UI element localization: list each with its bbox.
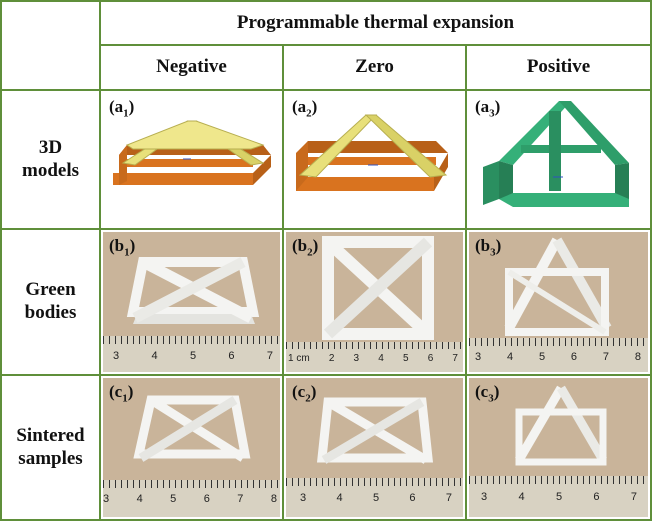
grid-line: [0, 0, 2, 521]
panel-label: (c2): [292, 382, 317, 405]
ruler-ticks: [103, 336, 280, 344]
grid-line: [0, 519, 652, 521]
ruler-ticks: [469, 476, 648, 484]
panel-a1: (a1): [103, 93, 280, 226]
panel-label: (b3): [475, 236, 502, 259]
ruler-ticks: [286, 342, 463, 349]
row-label-line: models: [22, 159, 79, 181]
panel-label: (a3): [475, 97, 501, 120]
ruler-ticks: [286, 478, 463, 486]
panel-label: (c1): [109, 382, 134, 405]
panel-label: (b1): [109, 236, 136, 259]
row-label-line: samples: [18, 447, 83, 469]
green-body-positive-image: [469, 232, 648, 372]
grid-line: [0, 374, 652, 376]
3d-model-zero-image: [296, 114, 448, 191]
3d-model-negative-image: [113, 120, 271, 185]
panel-label: (a1): [109, 97, 135, 120]
column-header-negative: Negative: [156, 56, 227, 78]
panel-a3: (a3): [469, 93, 648, 226]
grid-line: [0, 89, 652, 91]
row-label-line: Green: [25, 279, 76, 301]
panel-a2: (a2): [286, 93, 463, 226]
column-header-zero: Zero: [355, 56, 394, 78]
green-body-negative-image: [103, 232, 280, 372]
row-label-sintered-samples: Sintered samples: [2, 376, 99, 519]
row-label-green-bodies: Green bodies: [2, 230, 99, 374]
grid-line: [282, 44, 284, 521]
ruler-ticks: [469, 338, 648, 346]
row-label-line: bodies: [24, 302, 77, 323]
panel-label: (a2): [292, 97, 318, 120]
row-label-3d-models: 3D models: [2, 91, 99, 228]
grid-line: [650, 0, 652, 521]
grid-line: [465, 44, 467, 521]
grid-line: [99, 44, 652, 46]
grid-line: [0, 228, 652, 230]
column-header-positive: Positive: [526, 56, 591, 78]
grid-line: [0, 0, 652, 2]
row-label-line: 3D: [38, 136, 63, 158]
panel-label: (b2): [292, 236, 319, 259]
row-label-line: Sintered: [16, 424, 85, 446]
3d-model-positive-image: [483, 101, 629, 207]
table-title: Programmable thermal expansion: [236, 11, 515, 33]
panel-label: (c3): [475, 382, 500, 405]
grid-line: [99, 0, 101, 521]
ruler-ticks: [103, 480, 280, 488]
